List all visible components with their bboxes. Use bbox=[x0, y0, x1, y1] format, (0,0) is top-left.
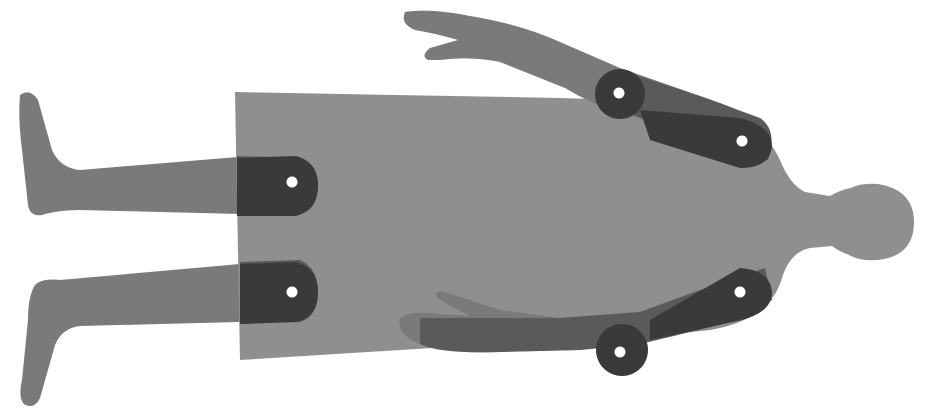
joint-dot-right-elbow bbox=[737, 136, 748, 147]
joint-dot-left-elbow bbox=[735, 287, 746, 298]
joint-dot-upper-hip bbox=[287, 177, 298, 188]
upper-hip-pad bbox=[237, 156, 318, 216]
joint-dot-lower-hip bbox=[287, 287, 298, 298]
joint-dot-left-shoulder bbox=[615, 347, 626, 358]
joint-dot-right-shoulder bbox=[614, 88, 625, 99]
head bbox=[840, 184, 914, 260]
lower-hip-pad bbox=[240, 262, 318, 324]
